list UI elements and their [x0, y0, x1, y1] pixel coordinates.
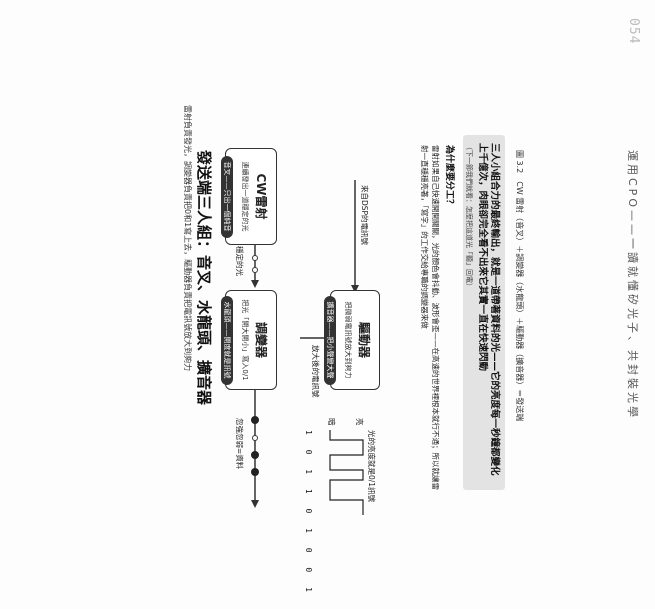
modulator-desc: 把光「開大開小」寫入0/1 [241, 299, 249, 381]
bright-label: 亮 [355, 418, 364, 426]
modulator-box: 調變器 把光「開大開小」寫入0/1 水龍頭——開度就是訊號 [220, 290, 277, 390]
modulator-title: 調變器 [254, 321, 268, 358]
dsp-input-label: 來自DSP的電訊號 [360, 185, 369, 246]
why-split-note: 為什麼要分工？ 雷射如果自己快速開開關關，光的顏色會抖動、波形會歪——在高速的世… [419, 145, 455, 490]
data-dot [252, 435, 258, 441]
summary-sub: （下一節我們就看：怎麼把這道光「聽」回電） [465, 143, 473, 290]
amplified-signal-label: 放大後的電訊號 [311, 345, 320, 398]
laser-tag: 音叉——只出一個純音 [220, 155, 233, 238]
driver-desc: 把微弱電訊號放大到夠力 [344, 301, 352, 379]
driver-title: 驅動器 [357, 321, 371, 358]
cw-laser-box: CW雷射 連續發出一道穩定的光 音叉——只出一個純音 [220, 148, 277, 245]
note-heading: 為什麼要分工？ [444, 145, 454, 209]
light-dot [252, 255, 258, 261]
modulator-tag: 水龍頭——開度就是訊號 [220, 295, 233, 385]
data-dot [251, 451, 259, 459]
data-dot [251, 416, 259, 424]
arrow-head [351, 285, 359, 293]
arrow-head [251, 280, 259, 288]
note-body: 雷射如果自己快速開開關關，光的顏色會抖動、波形會歪——在高速的世界裡根本就行不通… [420, 145, 441, 490]
driver-tag: 擴音器——把小聲變大聲 [323, 295, 336, 385]
stable-light-label: 穩定的光 [235, 246, 244, 276]
summary-band: 三人小組合力的最終輸出，就是一道帶著資料的光——它的亮度每一秒鐘都變化上千億次，… [463, 135, 505, 490]
bit-sequence: 1 0 1 1 0 1 0 0 1 [304, 430, 313, 597]
figure-caption: 圖 3.2 CW 雷射（音叉）＋調變器（水龍頭）＋驅動器（擴音器）＝發送端 [515, 150, 524, 422]
data-dot [251, 468, 259, 476]
light-waveform [329, 430, 364, 515]
waveform-caption: 光的亮度就是0/1訊號 [367, 430, 376, 503]
laser-title: CW雷射 [254, 173, 268, 220]
dark-label: 暗 [327, 418, 336, 426]
laser-desc: 連續發出一道穩定的光 [241, 161, 249, 232]
summary-main: 三人小組合力的最終輸出，就是一道帶著資料的光——它的亮度每一秒鐘都變化上千億次，… [476, 143, 500, 476]
arrow-head [251, 500, 259, 508]
data-light-label: 忽強忽弱=資料 [235, 418, 244, 470]
light-dot [252, 267, 258, 273]
driver-box: 驅動器 把微弱電訊號放大到夠力 擴音器——把小聲變大聲 [323, 290, 380, 390]
